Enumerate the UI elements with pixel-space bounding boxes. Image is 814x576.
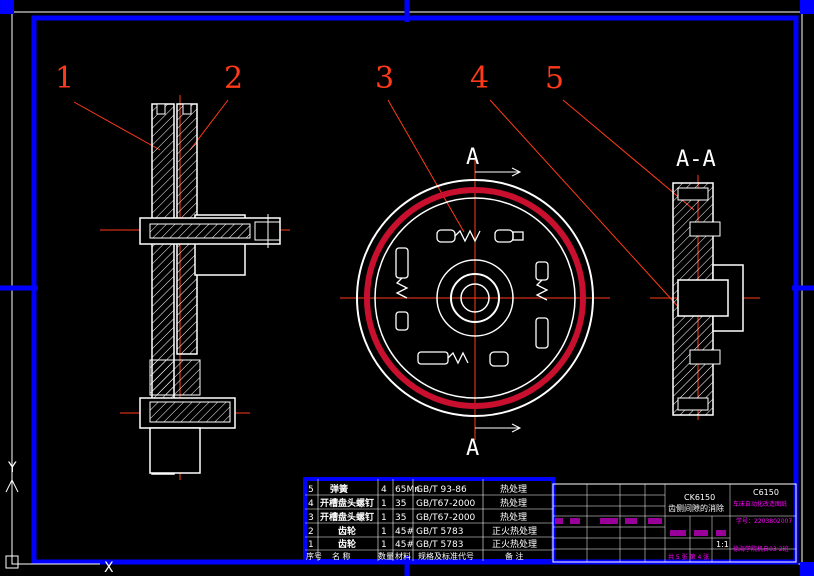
title-drawing-no: CK6150 <box>684 493 715 502</box>
ucs-y-label: Y <box>7 460 17 476</box>
balloon-4: 4 <box>470 61 489 96</box>
side-view-gears <box>100 95 290 480</box>
bom-row-name: 齿轮 <box>338 538 356 550</box>
title-student-no: 学号：2203802007 <box>736 517 792 525</box>
bom-row-note: 正火热处理 <box>492 525 537 537</box>
bom-row-std: GB/T 5783 <box>416 527 463 537</box>
bom-row-name: 齿轮 <box>338 525 356 537</box>
bom-row-material: 45# <box>395 540 414 550</box>
bom-row-qty: 1 <box>381 513 387 523</box>
bom-row-material: 65Mn <box>395 485 420 495</box>
bom-row-note: 热处理 <box>500 511 527 523</box>
bom-row-note: 热处理 <box>500 483 527 495</box>
section-label-bottom: A <box>466 436 479 461</box>
bom-row-qty: 1 <box>381 527 387 537</box>
bom-row-std: GB/T67-2000 <box>416 499 476 509</box>
bom-row-no: 5 <box>308 485 314 495</box>
bom-row-qty: 1 <box>381 499 387 509</box>
section-label-top: A <box>466 145 479 170</box>
title-scale: 1:1 <box>716 540 729 549</box>
ucs-icon: Y X <box>5 460 114 576</box>
bom-header-no: 序号 <box>306 551 322 561</box>
balloon-labels: 1 2 3 4 5 <box>55 61 695 313</box>
bom-header-std: 规格及标准代号 <box>418 551 474 561</box>
bom-row-no: 2 <box>308 527 314 537</box>
bom-row-note: 正火热处理 <box>492 538 537 550</box>
bom-row-material: 35 <box>395 513 406 523</box>
bom-row-qty: 4 <box>381 485 387 495</box>
front-view-gear: A A <box>340 145 610 461</box>
title-drawing-name: 齿侧间隙的消除 <box>668 503 724 513</box>
bom-row-std: GB/T 93-86 <box>416 485 467 495</box>
bom-row-name: 开槽盘头螺钉 <box>320 497 374 509</box>
bom-row-material: 45# <box>395 527 414 537</box>
bom-row-name: 弹簧 <box>330 483 348 495</box>
title-sheet: 共 5 张 第 4 张 <box>668 553 709 561</box>
bom-row-std: GB/T 5783 <box>416 540 463 550</box>
ucs-x-label: X <box>104 560 114 576</box>
bom-row-note: 热处理 <box>500 497 527 509</box>
bom-row-std: GB/T67-2000 <box>416 513 476 523</box>
bom-table: 5 弹簧 4 65Mn GB/T 93-86 热处理 4 开槽盘头螺钉 1 35… <box>303 477 555 563</box>
bom-row-material: 35 <box>395 499 406 509</box>
title-project: 车床自动化改造图纸 <box>733 500 787 508</box>
bom-row-name: 开槽盘头螺钉 <box>320 511 374 523</box>
title-school: 徐海学院机自03-2班 <box>733 545 789 553</box>
balloon-3: 3 <box>375 61 394 96</box>
bom-header-material: 材料 <box>395 551 411 561</box>
bom-row-qty: 1 <box>381 540 387 550</box>
bom-header-qty: 数量 <box>378 551 394 561</box>
title-block: CK6150 齿侧间隙的消除 C6150 车床自动化改造图纸 学号：220380… <box>552 483 797 563</box>
balloon-5: 5 <box>545 61 564 96</box>
section-view-title: A-A <box>676 147 716 172</box>
bom-row-no: 1 <box>308 540 314 550</box>
title-model: C6150 <box>753 488 779 497</box>
bom-header-name: 名 称 <box>332 551 351 561</box>
bom-row-no: 3 <box>308 513 314 523</box>
balloon-2: 2 <box>224 61 243 96</box>
bom-header-note: 备 注 <box>505 551 524 561</box>
section-view-aa: A-A <box>650 147 760 420</box>
balloon-1: 1 <box>55 61 74 96</box>
bom-row-no: 4 <box>308 499 314 509</box>
